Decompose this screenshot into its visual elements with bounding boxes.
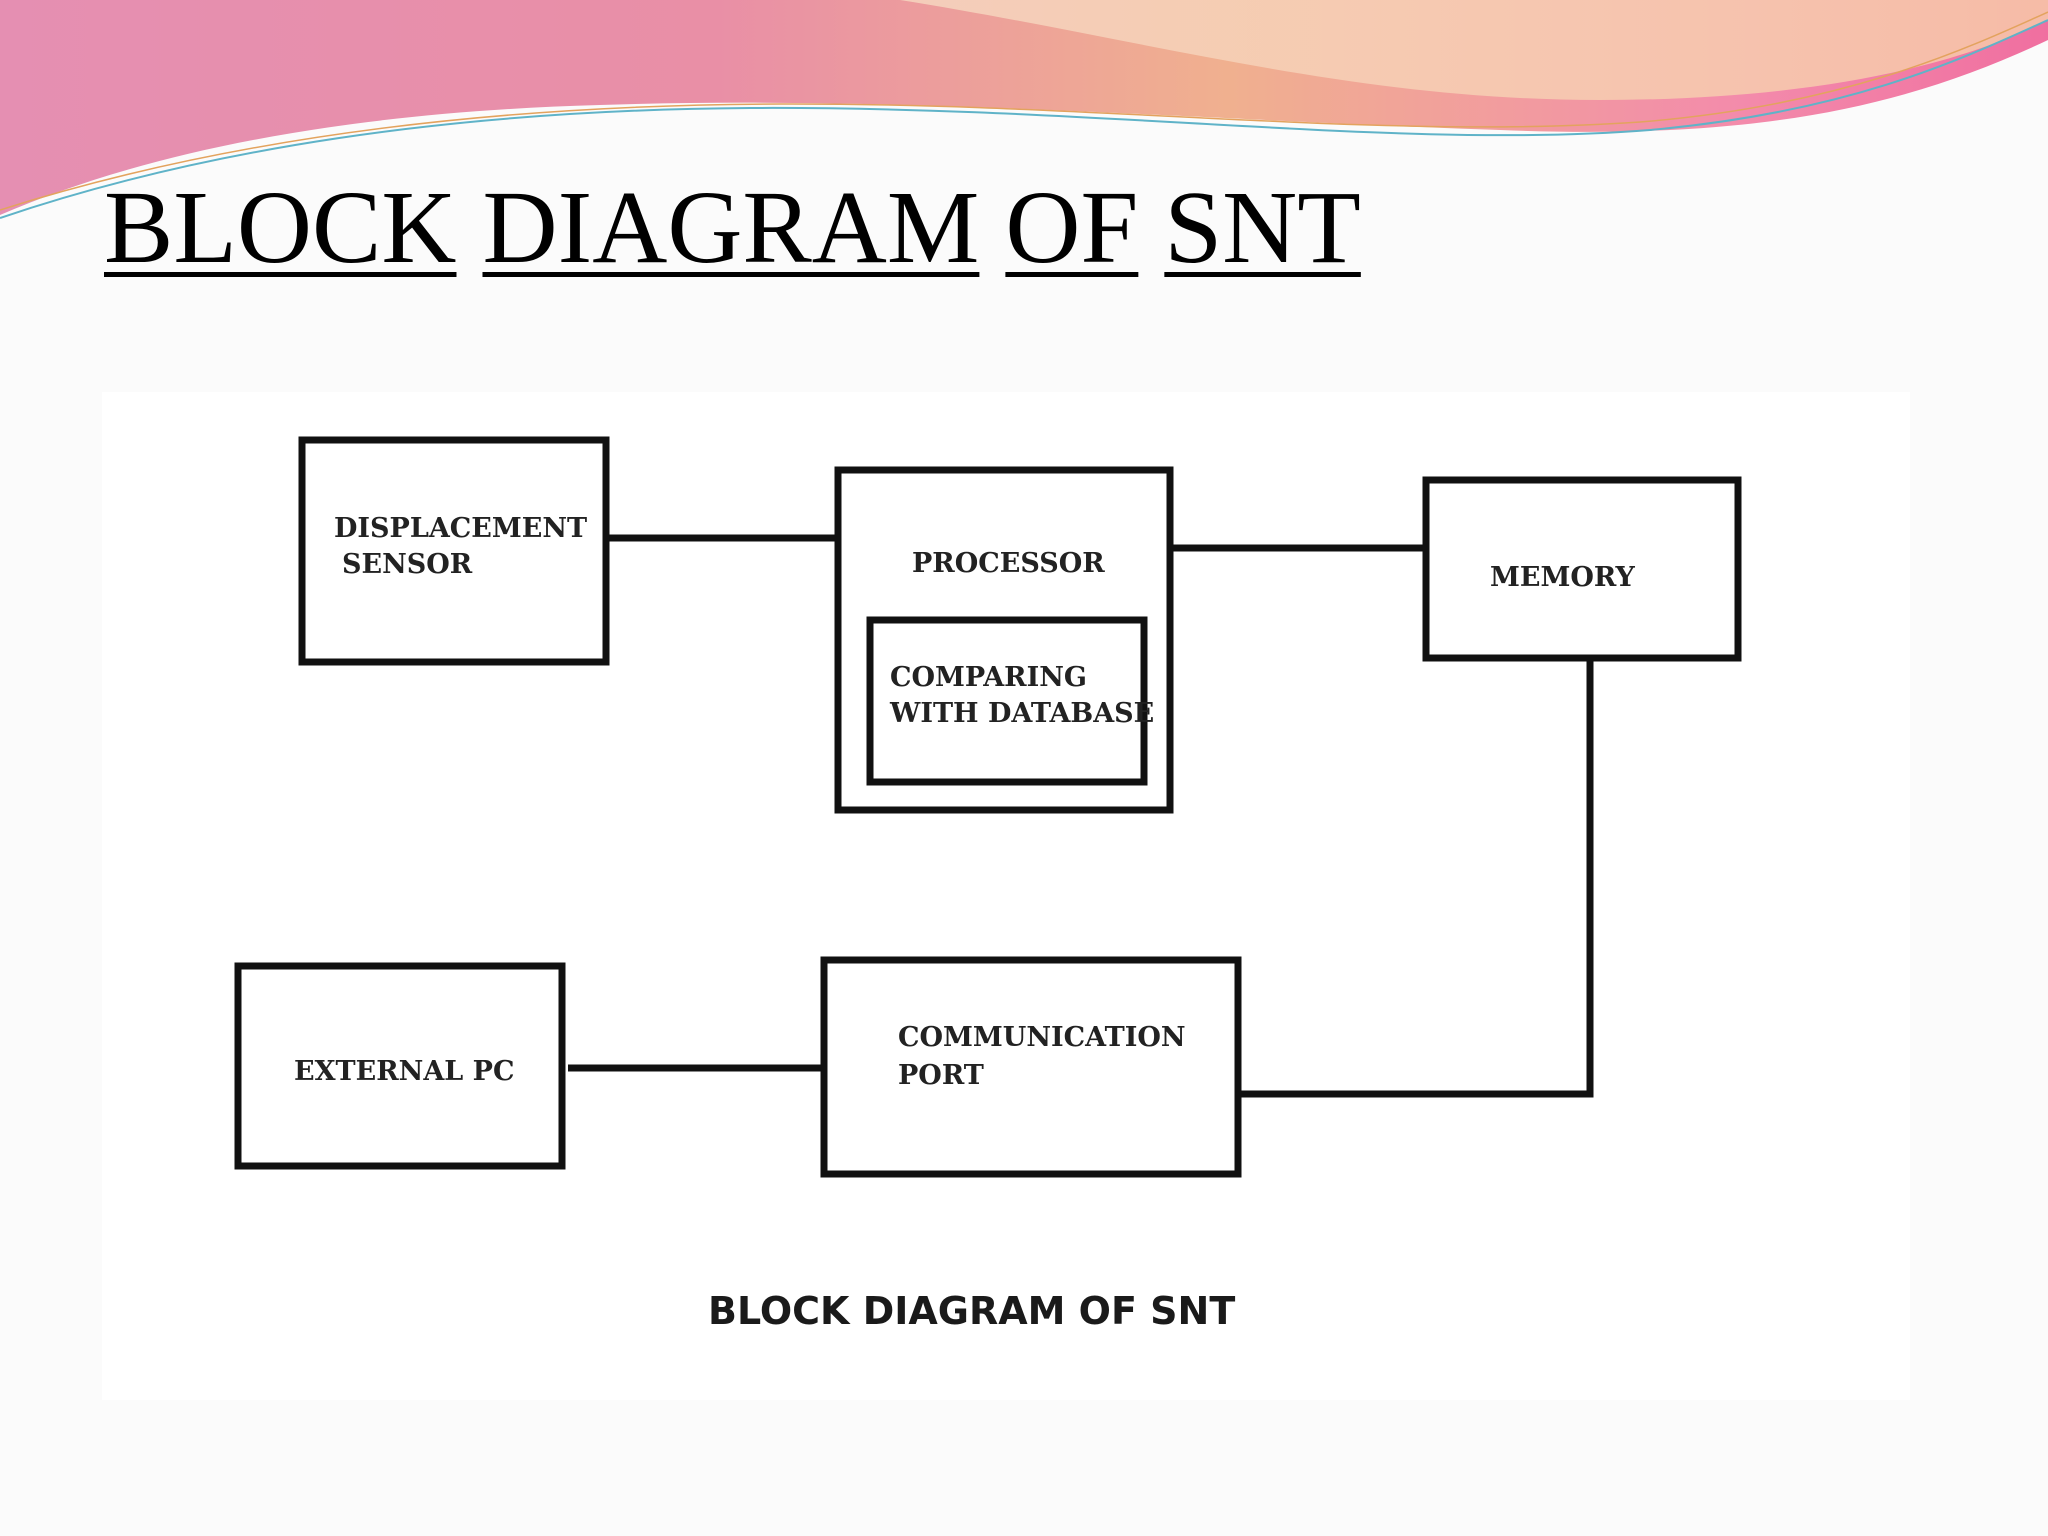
- comparing-label-line2: WITH DATABASE: [889, 698, 1154, 729]
- comparing-label-line1: COMPARING: [890, 662, 1087, 693]
- diagram-caption: BLOCK DIAGRAM OF SNT: [708, 1289, 1235, 1333]
- title-word-diagram: DIAGRAM: [482, 170, 980, 285]
- diagram-image-area: [102, 392, 1910, 1400]
- connector-memory-communication: [1238, 658, 1594, 1098]
- communication-port-label-line1: COMMUNICATION: [898, 1022, 1186, 1053]
- displacement-sensor-block: [298, 436, 610, 666]
- displacement-sensor-label-line2: SENSOR: [342, 549, 473, 580]
- title-word-block: BLOCK: [104, 170, 457, 285]
- header-swoosh-decoration: [0, 0, 2048, 219]
- comparing-database-block: [866, 616, 1148, 786]
- slide-title: BLOCK DIAGRAM OF SNT: [104, 176, 1361, 280]
- external-pc-block: [234, 962, 566, 1170]
- processor-block: [834, 466, 1174, 814]
- memory-block: [1422, 476, 1742, 662]
- title-word-of: OF: [1005, 170, 1139, 285]
- communication-port-label-line2: PORT: [898, 1060, 984, 1091]
- title-word-snt: SNT: [1164, 170, 1361, 285]
- communication-port-block: [820, 956, 1242, 1178]
- external-pc-label: EXTERNAL PC: [294, 1056, 514, 1087]
- displacement-sensor-label-line1: DISPLACEMENT: [334, 513, 587, 544]
- memory-label: MEMORY: [1490, 562, 1635, 593]
- processor-label: PROCESSOR: [912, 548, 1105, 579]
